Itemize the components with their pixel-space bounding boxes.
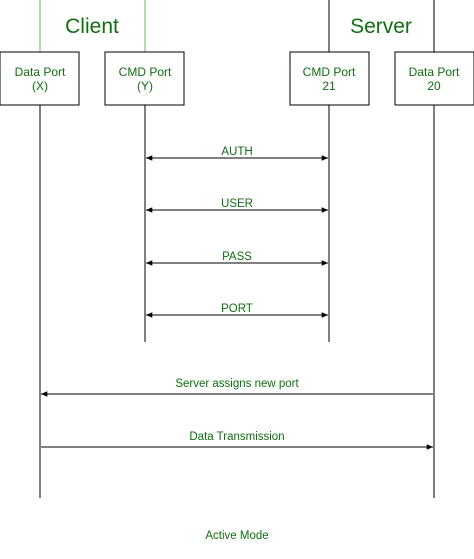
message-label: PASS: [222, 251, 252, 263]
participant-sublabel: 21: [322, 79, 336, 93]
diagram-caption: Active Mode: [205, 530, 268, 542]
participant-sublabel: 20: [427, 79, 441, 93]
participant-box: [394, 51, 474, 106]
client-group-title: Client: [65, 15, 119, 38]
message-data-transmission: Data Transmission: [41, 431, 433, 450]
participant-box: [0, 51, 80, 106]
message-label: USER: [221, 198, 253, 210]
participant-sublabel: (X): [32, 79, 48, 93]
message-label: PORT: [221, 303, 253, 315]
message-server-assigns-new-port: Server assigns new port: [41, 378, 433, 397]
message-label: Server assigns new port: [175, 378, 299, 390]
participant-label: CMD Port: [119, 65, 172, 79]
message-auth: AUTH: [146, 146, 328, 161]
message-pass: PASS: [146, 251, 328, 266]
participant-client-data-port: Data Port (X): [0, 51, 80, 106]
message-port: PORT: [146, 303, 328, 318]
participant-box: [289, 51, 370, 106]
participant-client-cmd-port: CMD Port (Y): [104, 51, 185, 106]
message-label: AUTH: [221, 146, 252, 158]
participant-label: CMD Port: [303, 65, 356, 79]
participant-server-data-port: Data Port 20: [394, 51, 474, 106]
participant-label: Data Port: [15, 65, 66, 79]
server-group-title: Server: [350, 15, 412, 38]
message-user: USER: [146, 198, 328, 213]
message-label: Data Transmission: [189, 431, 284, 443]
participant-server-cmd-port: CMD Port 21: [289, 51, 370, 106]
participant-box: [104, 51, 185, 106]
participant-sublabel: (Y): [137, 79, 153, 93]
participant-label: Data Port: [409, 65, 460, 79]
